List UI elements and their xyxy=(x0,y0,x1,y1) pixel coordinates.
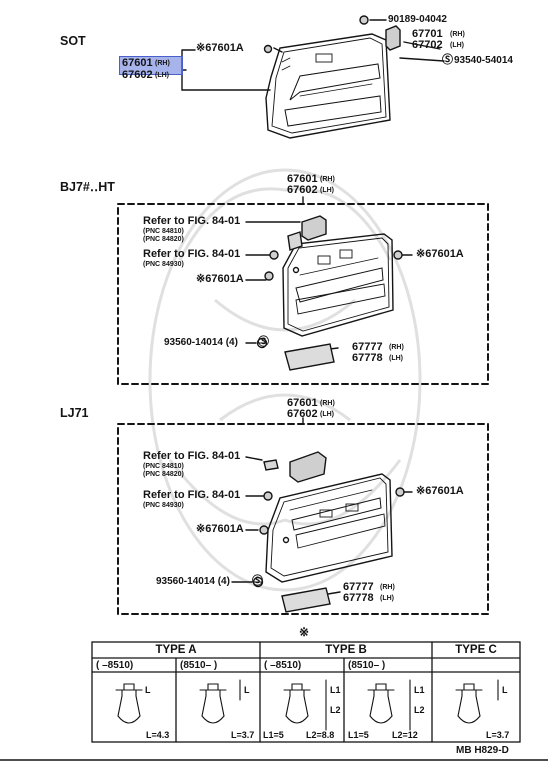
dim-b1-l2-value: L2=8.8 xyxy=(306,730,335,740)
section-title-sot: SOT xyxy=(60,34,86,48)
clip-drawings xyxy=(115,679,499,731)
lj71-ref2-pnc: (PNC 84930) xyxy=(143,502,184,509)
dim-b2-l2-value: L2=12 xyxy=(392,730,418,740)
lj71-pull-rh: 67777 xyxy=(343,581,374,593)
lj71-screw-label: 93560-14014 (4) xyxy=(156,576,230,587)
dim-c-value: L=3.7 xyxy=(486,730,510,740)
type-b-header: TYPE B xyxy=(325,644,367,656)
lj71-pull-rh-side: (RH) xyxy=(380,584,395,591)
bj7-fasteners xyxy=(256,250,403,349)
dim-b2-l2: L2 xyxy=(414,705,425,715)
sot-pocket-lh: 67702 xyxy=(412,39,443,51)
dim-b1-l2: L2 xyxy=(330,705,341,715)
lj71-pull-lh-side: (LH) xyxy=(380,595,394,602)
sot-clip-label: ※67601A xyxy=(196,42,244,54)
bj7-ref1-pnc-b: (PNC 84820) xyxy=(143,236,184,243)
dim-b1-l1-value: L1=5 xyxy=(263,730,284,740)
sot-door-panel xyxy=(265,33,391,139)
lj71-ref1-pnc-b: (PNC 84820) xyxy=(143,471,184,478)
sot-screw-top-label: 90189-04042 xyxy=(388,14,447,25)
bj7-pull-rh: 67777 xyxy=(352,341,383,353)
lj71-leaders xyxy=(231,456,413,597)
sot-screw-side-symbol: Ⓢ xyxy=(442,54,453,66)
bj7-ref1[interactable]: Refer to FIG. 84-01 xyxy=(143,215,241,227)
sot-screw-side-label: 93540-54014 xyxy=(454,55,513,66)
dim-b2-l1: L1 xyxy=(414,685,425,695)
dim-a1-l: L xyxy=(145,685,151,695)
sot-part-lh-side: (LH) xyxy=(155,72,169,79)
sot-pocket-rh-side: (RH) xyxy=(450,31,465,38)
sot-pocket-lh-side: (LH) xyxy=(450,42,464,49)
lj71-ref1[interactable]: Refer to FIG. 84-01 xyxy=(143,450,241,462)
bj7-clip-left-label: ※67601A xyxy=(196,273,244,285)
bj7-switch-part xyxy=(287,215,327,251)
bj7-part-lh: 67602 xyxy=(287,184,318,196)
lj71-ref2[interactable]: Refer to FIG. 84-01 xyxy=(143,489,241,501)
lj71-pull-handle xyxy=(281,587,331,613)
clip-table-grid xyxy=(91,641,521,743)
sot-pocket-part xyxy=(385,25,401,51)
lj71-clip-right-label: ※67601A xyxy=(416,485,464,497)
lj71-part-lh-side: (LH) xyxy=(320,411,334,418)
dim-a2-value: L=3.7 xyxy=(231,730,255,740)
lj71-switch-part xyxy=(263,451,327,483)
watermark-emblem xyxy=(148,168,422,592)
dim-c-l: L xyxy=(502,685,508,695)
table-marker: ※ xyxy=(299,625,310,639)
bj7-dashed-frame xyxy=(117,203,489,385)
lj71-part-rh: 67601 xyxy=(287,397,318,409)
lj71-clip-left-label: ※67601A xyxy=(196,523,244,535)
section-title-bj7: BJ7#‥HT xyxy=(60,180,115,194)
bj7-leaders xyxy=(245,221,413,351)
dim-b1-l1: L1 xyxy=(330,685,341,695)
bj7-clip-right-label: ※67601A xyxy=(416,248,464,260)
lj71-pull-lh: 67778 xyxy=(343,592,374,604)
lj71-dashed-frame xyxy=(117,423,489,615)
range-b2: (8510– ) xyxy=(348,660,386,671)
range-a1: ( –8510) xyxy=(96,660,134,671)
lj71-part-lh: 67602 xyxy=(287,408,318,420)
type-c-header: TYPE C xyxy=(455,644,497,656)
footer-code: MB H829-D xyxy=(456,745,509,756)
bj7-pull-lh-side: (LH) xyxy=(389,355,403,362)
bj7-pull-rh-side: (RH) xyxy=(389,344,404,351)
sot-part-rh: 67601 xyxy=(122,57,153,69)
range-b1: ( –8510) xyxy=(264,660,302,671)
bj7-part-rh: 67601 xyxy=(287,173,318,185)
bj7-pull-lh: 67778 xyxy=(352,352,383,364)
lj71-fasteners xyxy=(252,487,405,588)
dim-a1-value: L=4.3 xyxy=(146,730,170,740)
sot-screw-top xyxy=(359,15,369,25)
bj7-pull-handle xyxy=(284,343,335,371)
sot-part-lh: 67602 xyxy=(122,69,153,81)
dim-b2-l1-value: L1=5 xyxy=(348,730,369,740)
lj71-part-rh-side: (RH) xyxy=(320,400,335,407)
range-a2: (8510– ) xyxy=(180,660,218,671)
bj7-door-panel xyxy=(282,233,394,337)
section-title-lj71: LJ71 xyxy=(60,406,89,420)
bj7-screw-label: 93560-14014 (4) xyxy=(164,337,238,348)
lj71-ref1-pnc-a: (PNC 84810) xyxy=(143,463,184,470)
type-a-header: TYPE A xyxy=(155,644,197,656)
lj71-screw-symbol: Ⓢ xyxy=(252,575,263,587)
lj71-door-panel xyxy=(265,473,393,583)
bj7-screw-symbol: Ⓢ xyxy=(258,336,269,348)
bj7-ref1-pnc-a: (PNC 84810) xyxy=(143,228,184,235)
sot-part-rh-side: (RH) xyxy=(155,60,170,67)
sot-leaders xyxy=(181,19,445,91)
dim-a2-l: L xyxy=(244,685,250,695)
sot-clip xyxy=(263,44,273,54)
bj7-part-rh-side: (RH) xyxy=(320,176,335,183)
bj7-ref2[interactable]: Refer to FIG. 84-01 xyxy=(143,248,241,260)
bj7-part-lh-side: (LH) xyxy=(320,187,334,194)
bj7-ref2-pnc: (PNC 84930) xyxy=(143,261,184,268)
selected-part-highlight[interactable] xyxy=(119,56,183,75)
sot-pocket-rh: 67701 xyxy=(412,28,443,40)
